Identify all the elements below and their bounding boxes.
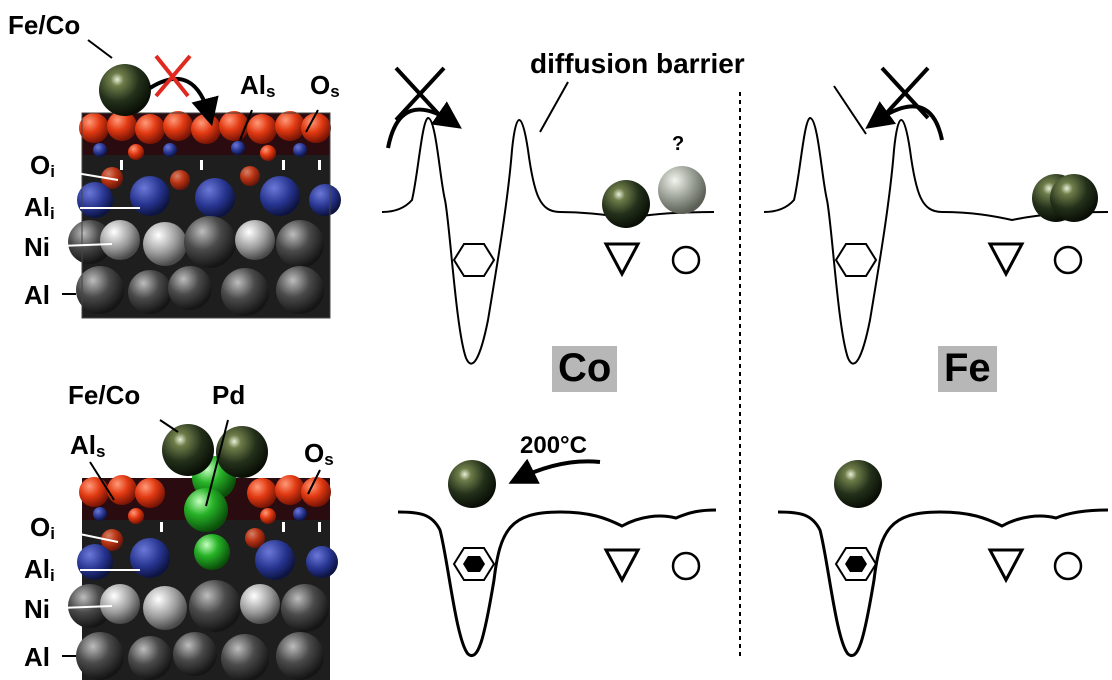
circle-site-icon <box>1053 245 1083 275</box>
fe-adatom <box>1050 174 1098 222</box>
temperature-label: 200°C <box>520 432 587 459</box>
ni-label-bottom: Ni <box>24 594 50 624</box>
question-mark-label: ? <box>672 133 685 155</box>
co-adatom-relocated <box>448 460 496 508</box>
triangle-site-icon <box>603 548 641 584</box>
surface-oxygen-row <box>79 111 331 144</box>
oi-label-bottom: Oi <box>30 512 55 543</box>
co-label: Co <box>552 346 618 392</box>
co-adatom <box>602 180 650 228</box>
energy-top-fe <box>763 66 1109 365</box>
energy-top-co <box>381 66 715 365</box>
adatom-label-top: Fe/Co <box>8 10 81 40</box>
al-label-top: Al <box>24 280 50 310</box>
pd-atom <box>184 488 228 532</box>
als-label-top: Als <box>240 70 276 101</box>
unknown-adatom <box>658 166 706 214</box>
als-label-bottom: Als <box>70 430 106 461</box>
slab-top <box>59 39 341 319</box>
triangle-site-icon <box>603 242 641 278</box>
ali-label-top: Ali <box>24 192 55 223</box>
adatom-bottom-1 <box>162 424 214 476</box>
oi-label-top: Oi <box>30 150 55 181</box>
fe-label: Fe <box>938 346 997 392</box>
slab-bottom <box>59 419 338 680</box>
adatom-bottom-2 <box>216 426 268 478</box>
ni-label-top: Ni <box>24 232 50 262</box>
os-label-top: Os <box>310 70 340 101</box>
al-label-bottom: Al <box>24 642 50 672</box>
circle-site-icon <box>671 245 701 275</box>
triangle-site-icon <box>987 242 1025 278</box>
hexagon-site-icon <box>834 547 878 581</box>
triangle-site-icon <box>987 548 1025 584</box>
pd-label: Pd <box>212 380 246 410</box>
energy-bottom-fe <box>777 460 1109 657</box>
energy-bottom-co <box>397 458 717 657</box>
hexagon-site-icon <box>452 243 496 277</box>
fe-adatom-relocated <box>834 460 882 508</box>
adatom-top <box>99 64 151 116</box>
circle-site-icon <box>671 551 701 581</box>
hexagon-site-icon <box>834 243 878 277</box>
diffusion-barrier-label: diffusion barrier <box>530 48 745 79</box>
hexagon-site-icon <box>452 547 496 581</box>
os-label-bottom: Os <box>304 438 334 469</box>
circle-site-icon <box>1053 551 1083 581</box>
adatom-label-bottom: Fe/Co <box>68 380 141 410</box>
ali-label-bottom: Ali <box>24 554 55 585</box>
pd-atom <box>194 534 230 570</box>
